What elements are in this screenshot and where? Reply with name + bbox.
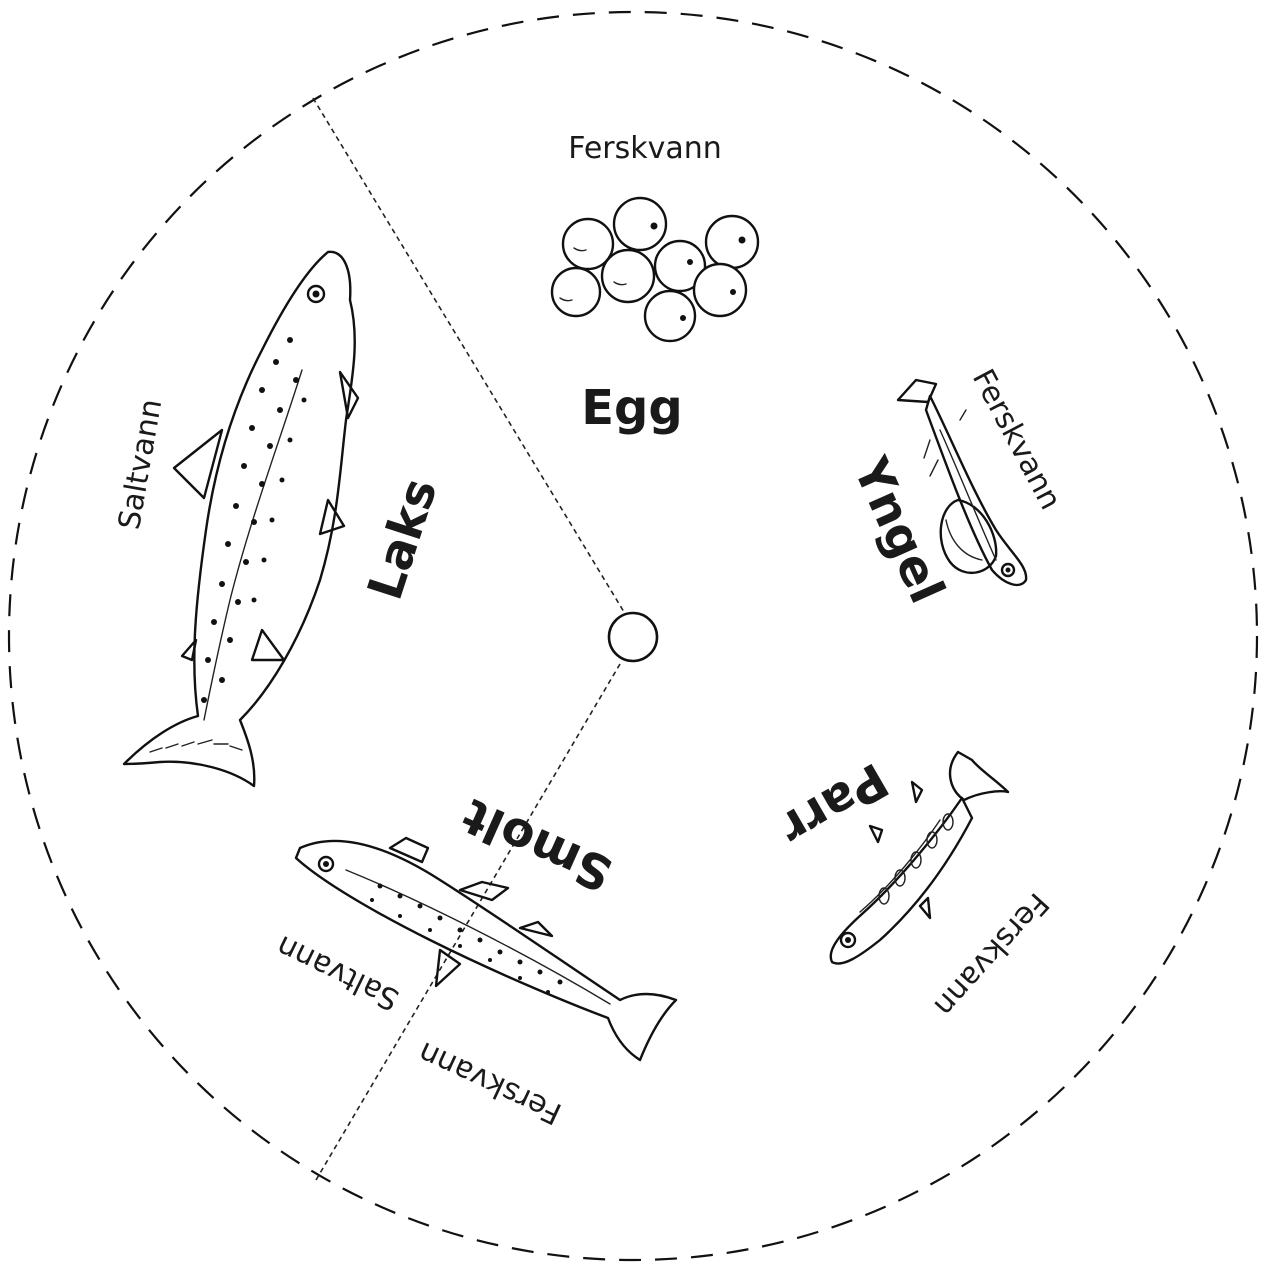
cut-line-upper — [313, 98, 624, 612]
smolt-fish-illustration — [296, 838, 676, 1060]
eggs-illustration — [552, 198, 758, 341]
habitat-label-smolt-fresh: Ferskvann — [413, 1034, 567, 1131]
habitat-label-egg: Ferskvann — [568, 131, 722, 166]
cut-line-lower — [316, 664, 620, 1180]
stage-label-yngel: Yngel — [842, 449, 956, 612]
habitat-label-yngel: Ferskvann — [965, 364, 1068, 516]
habitat-label-parr: Ferskvann — [927, 886, 1056, 1024]
habitat-label-laks: Saltvann — [112, 396, 169, 532]
stage-label-laks: Laks — [357, 472, 448, 607]
adult-salmon-illustration — [124, 252, 358, 786]
center-pivot-icon[interactable] — [609, 613, 657, 661]
stage-label-egg: Egg — [581, 380, 683, 436]
habitat-label-smolt-salt: Saltvann — [271, 928, 405, 1017]
